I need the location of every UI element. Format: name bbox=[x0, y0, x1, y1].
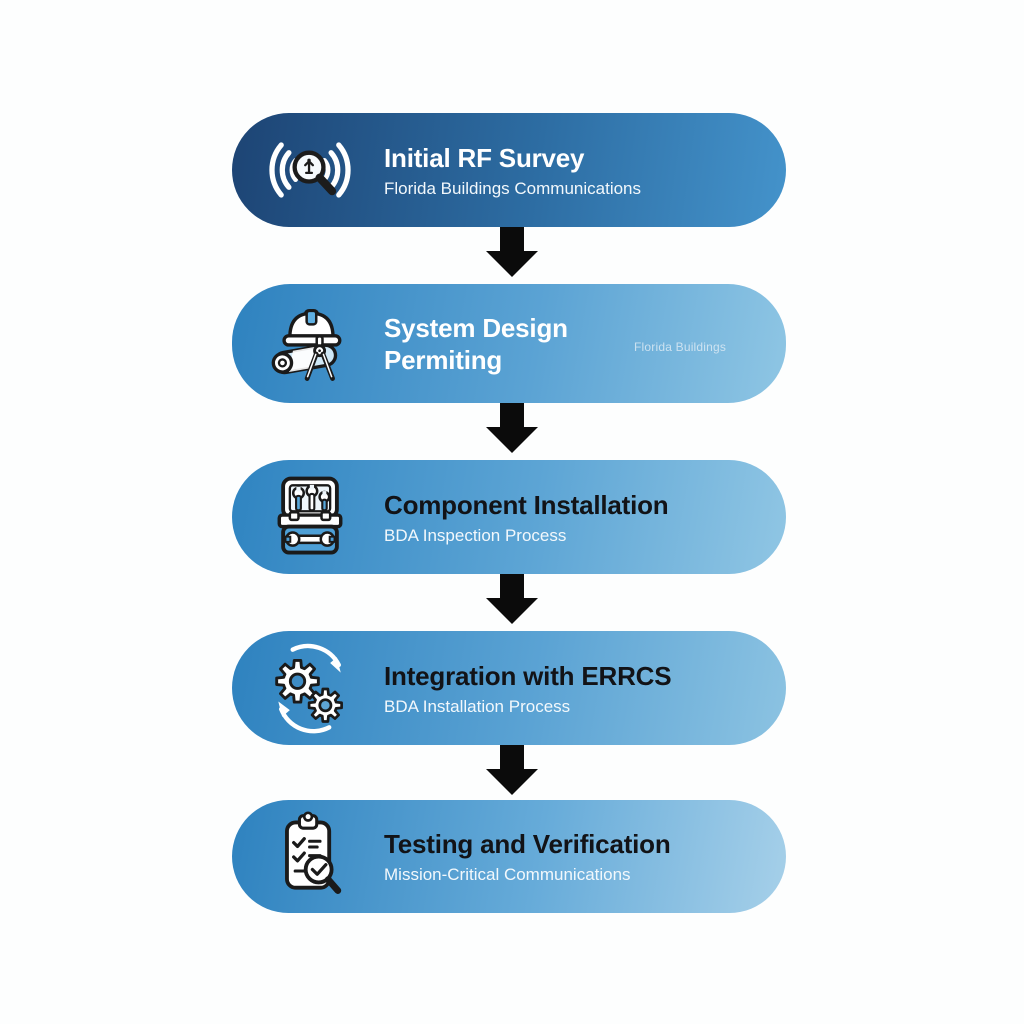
down-arrow-icon bbox=[486, 574, 538, 624]
rf-survey-icon bbox=[260, 122, 360, 218]
step-testing-and-verification: Testing and Verification Mission-Critica… bbox=[232, 800, 786, 913]
step-text: Initial RF Survey Florida Buildings Comm… bbox=[384, 142, 641, 199]
design-permit-icon bbox=[260, 296, 360, 392]
step-component-installation: Component Installation BDA Inspection Pr… bbox=[232, 460, 786, 574]
step-text: Testing and Verification Mission-Critica… bbox=[384, 828, 671, 885]
step-text: Integration with ERRCS BDA Installation … bbox=[384, 660, 672, 717]
down-arrow-icon bbox=[486, 227, 538, 277]
step-title-line-1: System Design bbox=[384, 312, 568, 343]
step-text: System Design Permiting bbox=[384, 312, 568, 376]
step-subtitle: Florida Buildings Communications bbox=[384, 178, 642, 198]
step-system-design-permiting: System Design Permiting Florida Building… bbox=[232, 284, 786, 403]
step-initial-rf-survey: Initial RF Survey Florida Buildings Comm… bbox=[232, 113, 786, 227]
toolbox-icon bbox=[260, 469, 360, 565]
step-subtitle: Mission-Critical Communications bbox=[384, 865, 631, 884]
clipboard-check-icon bbox=[260, 809, 360, 905]
step-title-line-2: Permiting bbox=[384, 344, 503, 375]
step-integration-with-errcs: Integration with ERRCS BDA Installation … bbox=[232, 631, 786, 745]
step-title: Integration with ERRCS bbox=[384, 660, 672, 691]
step-title: System Design Permiting bbox=[384, 312, 568, 376]
step-title: Component Installation bbox=[384, 489, 669, 520]
step-subtitle: BDA Inspection Process bbox=[384, 525, 567, 545]
step-subtitle: BDA Installation Process bbox=[384, 696, 571, 716]
step-side-note: Florida Buildings bbox=[634, 340, 727, 354]
step-text: Component Installation BDA Inspection Pr… bbox=[384, 489, 669, 546]
down-arrow-icon bbox=[486, 403, 538, 453]
step-title: Initial RF Survey bbox=[384, 142, 585, 173]
step-title: Testing and Verification bbox=[384, 829, 671, 859]
gears-sync-icon bbox=[260, 640, 360, 736]
down-arrow-icon bbox=[486, 745, 538, 795]
